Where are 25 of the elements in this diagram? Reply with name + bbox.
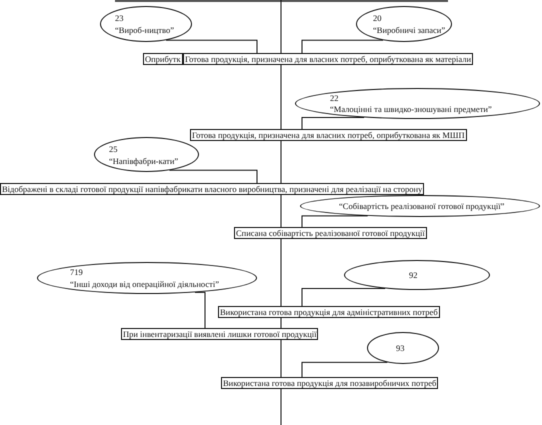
account-name: “Вироб-ництво” [115, 25, 174, 35]
entry-box: Готова продукція, призначена для власних потреб, оприбуткована як МШП [190, 129, 467, 141]
account-number: 719 [70, 267, 83, 277]
posting-line [302, 40, 384, 54]
account-name: “Напівфабри-кати” [109, 156, 178, 166]
entry-box: Списана собівартість реалізованої готової продукції [234, 227, 427, 239]
account-number: 25 [109, 144, 118, 154]
account-number: 20 [373, 13, 382, 23]
entry-box: При інвентаризації виявлені лишки готової продукції [121, 328, 318, 340]
account-name: “Інші доходи від операційної діяльності” [70, 279, 219, 289]
posting-line [166, 40, 258, 54]
entry-box: Відображені в складі готової продукції напівфабрикати власного виробництва, призначені для реалізації на сторону [0, 183, 424, 195]
account-name: “Собівартість реалізованої готової продукції” [339, 201, 504, 211]
posting-line [302, 362, 388, 378]
entry-box: Використана готова продукція для позавиробничих потреб [221, 377, 438, 389]
posting-line [168, 170, 258, 184]
entry-box: Використана готова продукція для адміністративних потреб [218, 306, 440, 318]
account-number: 92 [409, 270, 418, 280]
entry-box: Оприбутк [143, 53, 183, 65]
entry-box: Готова продукція, призначена для власних потреб, оприбуткована як матеріали [183, 53, 473, 65]
account-number: 93 [396, 343, 404, 353]
account-number: 23 [115, 13, 124, 23]
account-name: “Виробничі запаси” [373, 25, 446, 35]
account-number: 22 [330, 93, 338, 103]
account-name: “Малоцінні та швидко-зношувані предмети” [330, 104, 492, 114]
